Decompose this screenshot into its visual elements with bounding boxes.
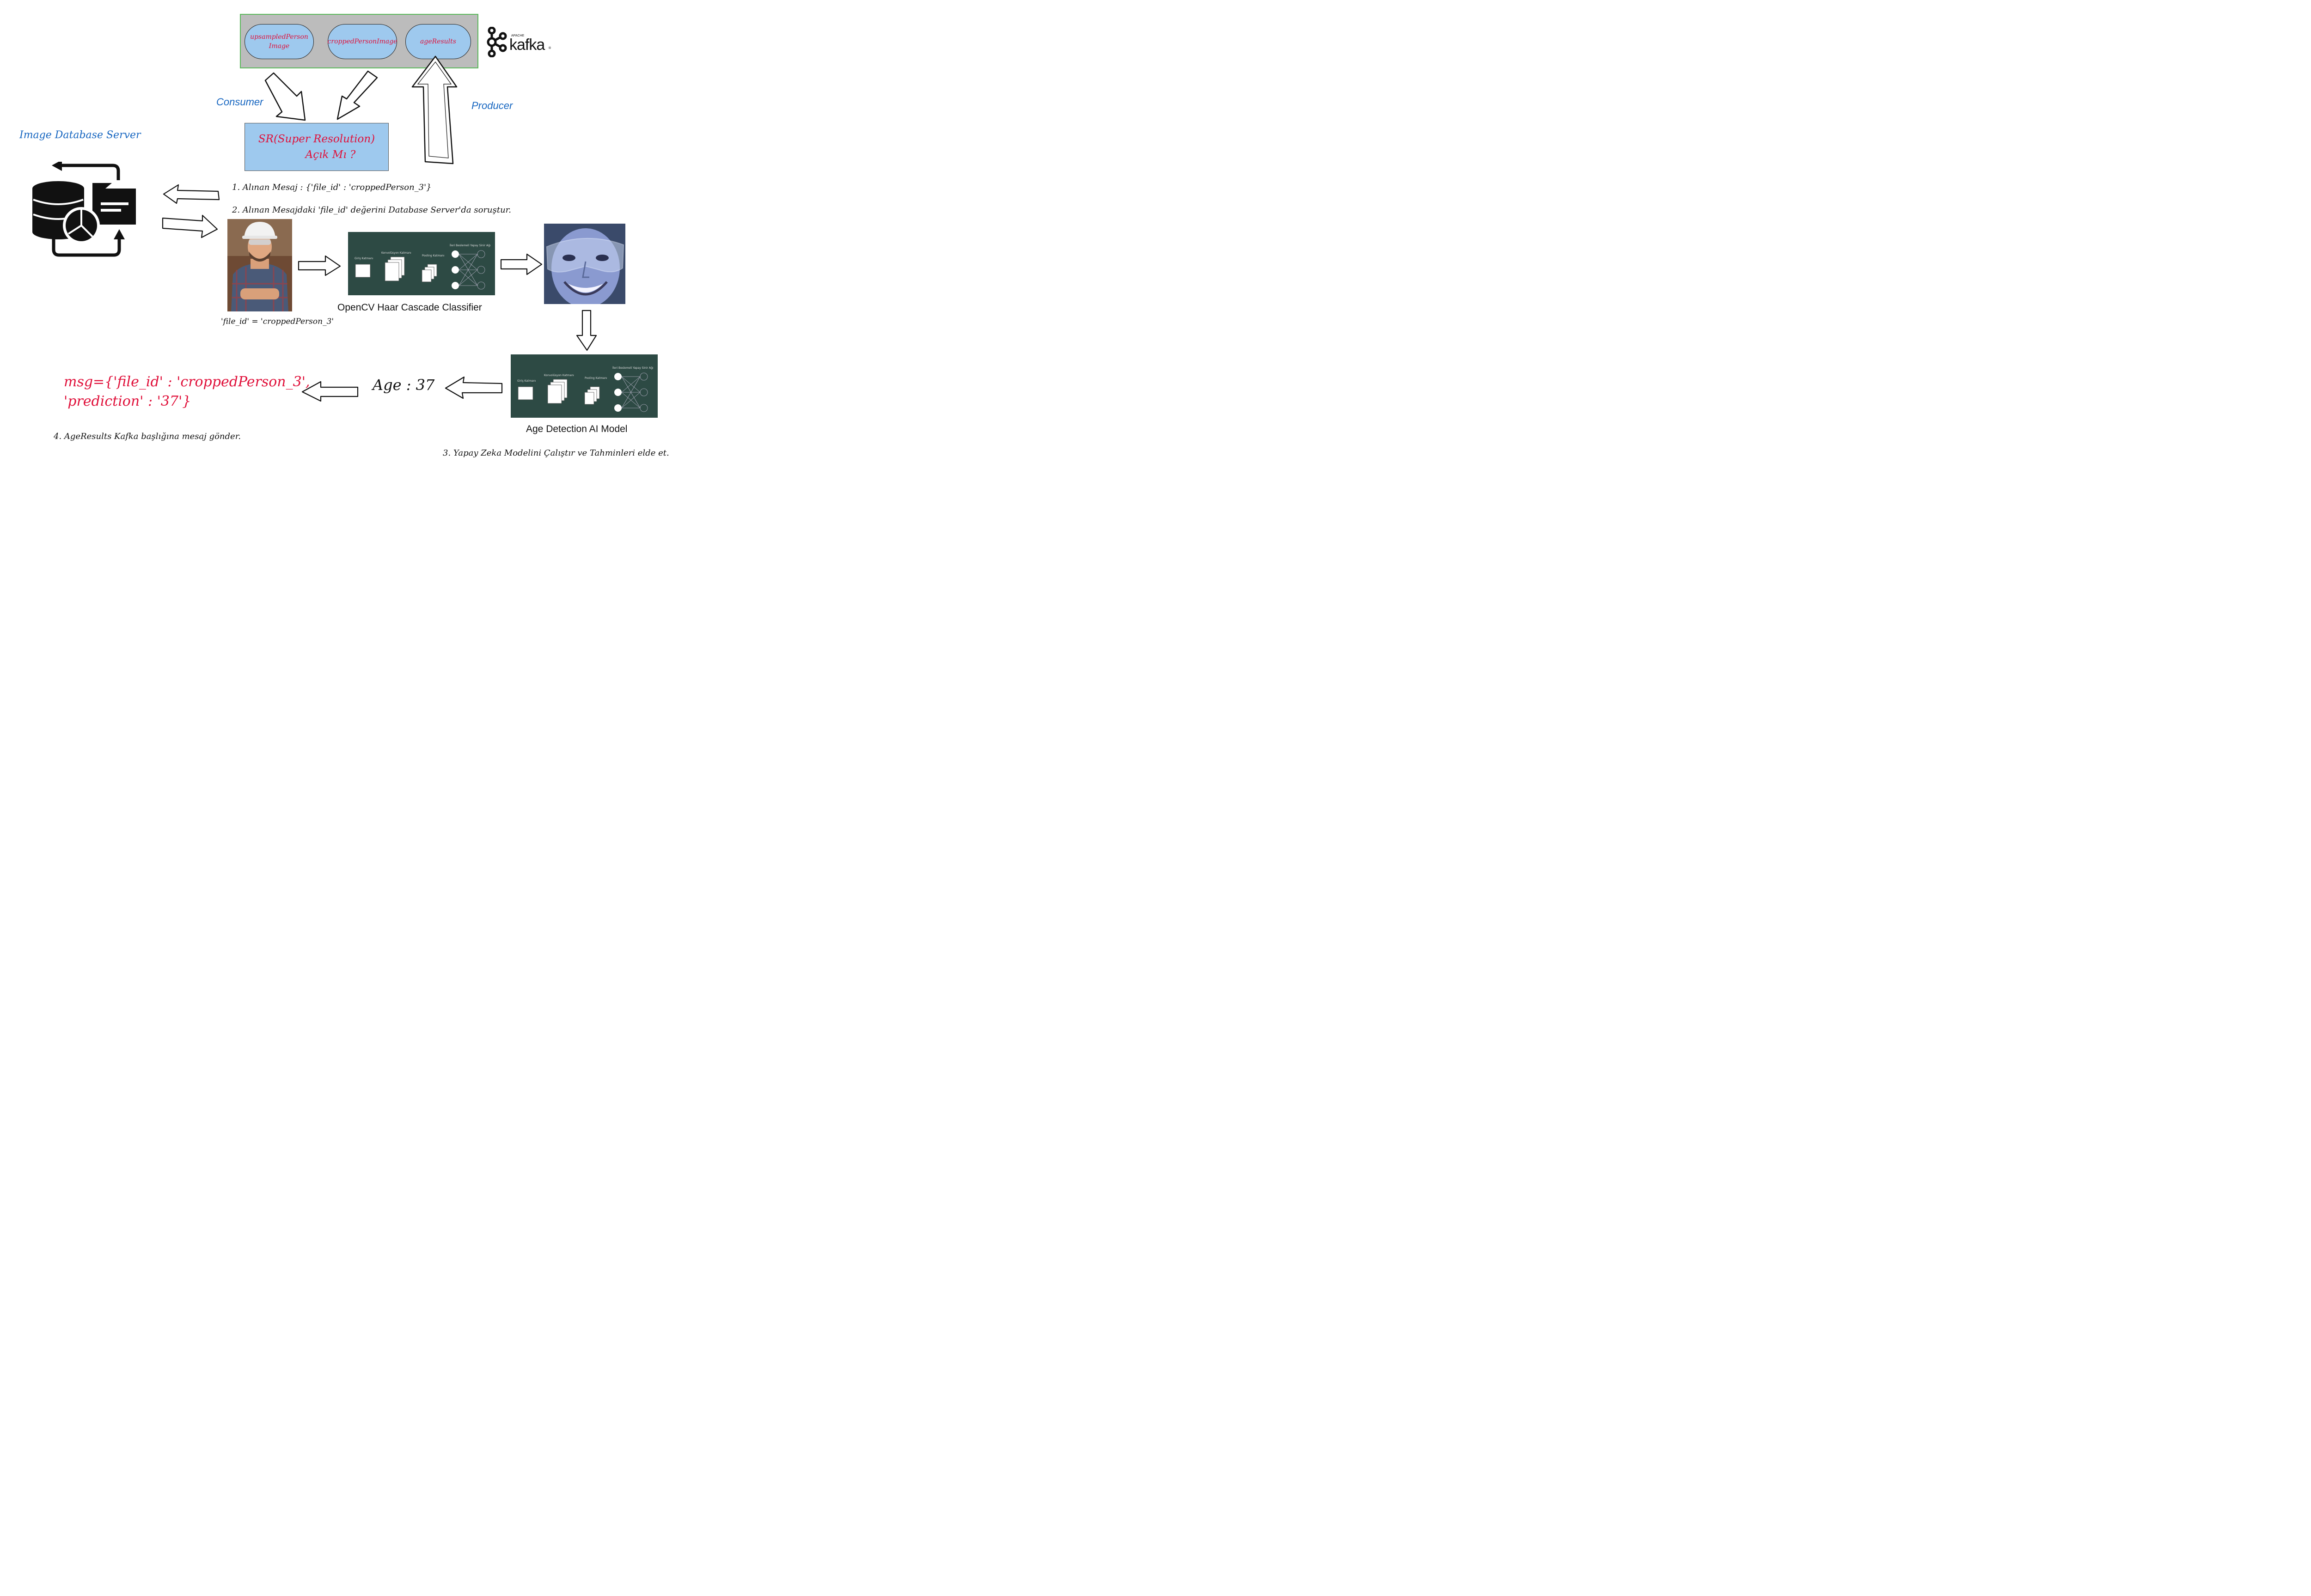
nn2-conv-label: Konvolüsyon Katmanı xyxy=(544,374,574,377)
age-detection-cnn-diagram: Giriş Katmanı Konvolüsyon Katmanı Poolin… xyxy=(511,354,658,418)
database-arrows xyxy=(162,184,220,238)
topic-age-results: ageResults xyxy=(405,24,471,59)
super-resolution-box: SR(Super Resolution) Açık Mı ? xyxy=(245,123,389,171)
consumer-arrows xyxy=(264,70,378,121)
photo-caption: 'file_id' = 'croppedPerson_3' xyxy=(221,317,334,326)
step-2-text: 2. Alınan Mesajdaki 'file_id' değerini D… xyxy=(232,205,512,215)
sr-title: SR(Super Resolution) xyxy=(258,133,375,145)
consumer-arrow-left xyxy=(264,72,306,121)
arrow-to-database xyxy=(163,184,220,204)
nn2-pool-label: Pooling Katmanı xyxy=(585,377,607,380)
sr-question: Açık Mı ? xyxy=(305,149,356,161)
kafka-logo-icon xyxy=(487,27,507,57)
kafka-logo-text: kafka xyxy=(509,36,545,54)
face-crop-image xyxy=(544,224,625,304)
step-4-text: 4. AgeResults Kafka başlığına mesaj gönd… xyxy=(54,432,241,441)
kafka-registered-mark: ® xyxy=(548,46,551,50)
arrow-to-face xyxy=(500,253,543,275)
image-database-label: Image Database Server xyxy=(19,129,141,141)
kafka-apache-text: APACHE xyxy=(511,34,525,37)
nn1-input-label: Giriş Katmanı xyxy=(355,257,373,260)
step-3-text: 3. Yapay Zeka Modelini Çalıştır ve Tahmi… xyxy=(443,448,669,458)
arrow-from-database xyxy=(162,214,218,238)
nn1-ffnn-label: İleri Beslemeli Yapay Sinir Ağı xyxy=(450,244,491,247)
kafka-topics-panel: upsampledPerson Image croppedPersonImage… xyxy=(240,14,478,68)
database-server-icon xyxy=(32,162,136,257)
age-model-caption: Age Detection AI Model xyxy=(526,424,628,434)
message-line-2: 'prediction' : '37'} xyxy=(64,393,191,409)
nn1-pool-label: Pooling Katmanı xyxy=(422,254,445,257)
producer-arrow xyxy=(411,55,458,164)
producer-label: Producer xyxy=(471,100,513,111)
step-1-text: 1. Alınan Mesaj : {'file_id' : 'croppedP… xyxy=(232,183,432,192)
arrow-to-age-result xyxy=(445,376,503,399)
kafka-logo: APACHE kafka ® xyxy=(486,27,556,59)
message-line-1: msg={'file_id' : 'croppedPerson_3', xyxy=(64,374,310,390)
nn2-input-label: Giriş Katmanı xyxy=(517,379,536,383)
nn2-ffnn-label: İleri Beslemeli Yapay Sinir Ağı xyxy=(612,366,654,370)
nn1-conv-label: Konvolüsyon Katmanı xyxy=(381,251,411,255)
age-result-text: Age : 37 xyxy=(373,376,435,394)
consumer-arrow-right xyxy=(336,70,378,120)
arrow-to-message xyxy=(301,381,359,402)
person-photo xyxy=(227,219,292,311)
topic-upsampled-person-image: upsampledPerson Image xyxy=(245,24,314,59)
result-message: msg={'file_id' : 'croppedPerson_3', 'pre… xyxy=(64,372,310,411)
arrow-to-classifier xyxy=(298,255,341,276)
consumer-label: Consumer xyxy=(216,96,263,108)
arrow-to-age-model xyxy=(576,310,597,351)
opencv-caption: OpenCV Haar Cascade Classifier xyxy=(337,302,482,313)
opencv-cnn-diagram: Giriş Katmanı Konvolüsyon Katmanı Poolin… xyxy=(348,232,495,295)
topic-cropped-person-image: croppedPersonImage xyxy=(328,24,397,59)
